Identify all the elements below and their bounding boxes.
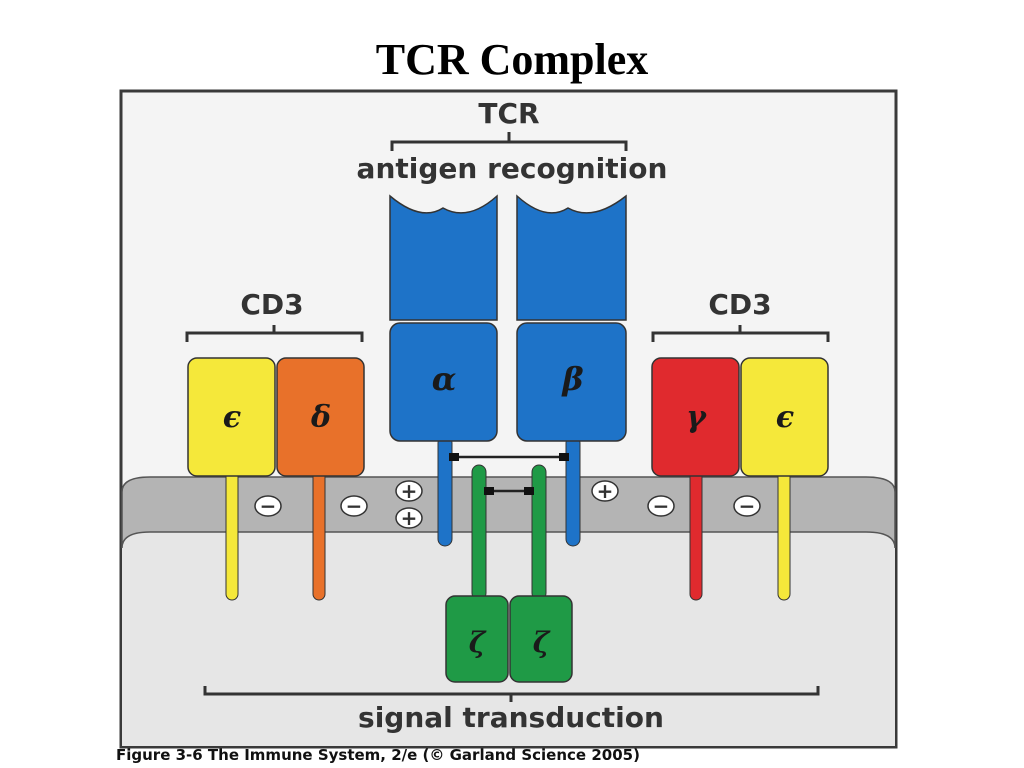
beta-symbol: β — [561, 360, 583, 398]
negative-charge: − — [733, 494, 761, 518]
negative-charge: − — [340, 494, 368, 518]
slide-title: TCR Complex — [375, 35, 649, 84]
figure-caption: Figure 3-6 The Immune System, 2/e (© Gar… — [116, 746, 640, 764]
zeta-right-stalk — [531, 464, 547, 601]
delta-tail — [312, 469, 326, 601]
cd3-right-bracket — [651, 325, 830, 342]
beta-bond-node — [559, 453, 569, 461]
epsilon-left-chain — [187, 357, 276, 477]
cd3-right-label: CD3 — [708, 288, 771, 321]
gamma-symbol: γ — [686, 400, 707, 435]
cd3-left-label: CD3 — [240, 288, 303, 321]
antigen-recognition-label: antigen recognition — [357, 152, 668, 185]
zeta-left-symbol: ζ — [469, 626, 487, 659]
zeta-right-domain — [509, 595, 573, 683]
delta-symbol: δ — [310, 400, 331, 435]
positive-charge: + — [395, 479, 423, 503]
zeta-left-bond-node — [484, 487, 494, 495]
zeta-left-domain — [445, 595, 509, 683]
svg-text:−: − — [739, 494, 756, 518]
epsilon-right-chain — [740, 357, 829, 477]
alpha-tail — [437, 435, 453, 547]
epsilon-right-tail — [777, 469, 791, 601]
tcr-label: TCR — [478, 97, 539, 130]
delta-chain — [276, 357, 365, 477]
beta-tail — [565, 435, 581, 547]
tcr-bracket — [390, 132, 628, 151]
negative-charge: − — [254, 494, 282, 518]
alpha-bond-node — [449, 453, 459, 461]
svg-text:+: + — [401, 506, 418, 530]
svg-text:+: + — [401, 479, 418, 503]
signal-transduction-label: signal transduction — [358, 701, 664, 734]
gamma-chain — [651, 357, 740, 477]
alpha-constant-domain — [389, 322, 498, 442]
alpha-symbol: α — [432, 360, 457, 398]
positive-charge: + — [395, 506, 423, 530]
zeta-right-bond-node — [524, 487, 534, 495]
svg-text:−: − — [653, 494, 670, 518]
positive-charge: + — [591, 479, 619, 503]
zeta-left-stalk — [471, 464, 487, 601]
epsilon-right-symbol: ϵ — [776, 400, 794, 435]
epsilon-left-symbol: ϵ — [223, 400, 241, 435]
beta-variable-domain — [516, 194, 627, 321]
alpha-variable-domain — [389, 194, 498, 321]
negative-charge: − — [647, 494, 675, 518]
signal-transduction-bracket — [203, 686, 820, 702]
zeta-right-symbol: ζ — [533, 626, 551, 659]
svg-text:+: + — [597, 479, 614, 503]
gamma-tail — [689, 469, 703, 601]
cd3-left-bracket — [185, 325, 364, 342]
svg-text:−: − — [260, 494, 277, 518]
beta-constant-domain — [516, 322, 627, 442]
svg-text:−: − — [346, 494, 363, 518]
epsilon-left-tail — [225, 469, 239, 601]
